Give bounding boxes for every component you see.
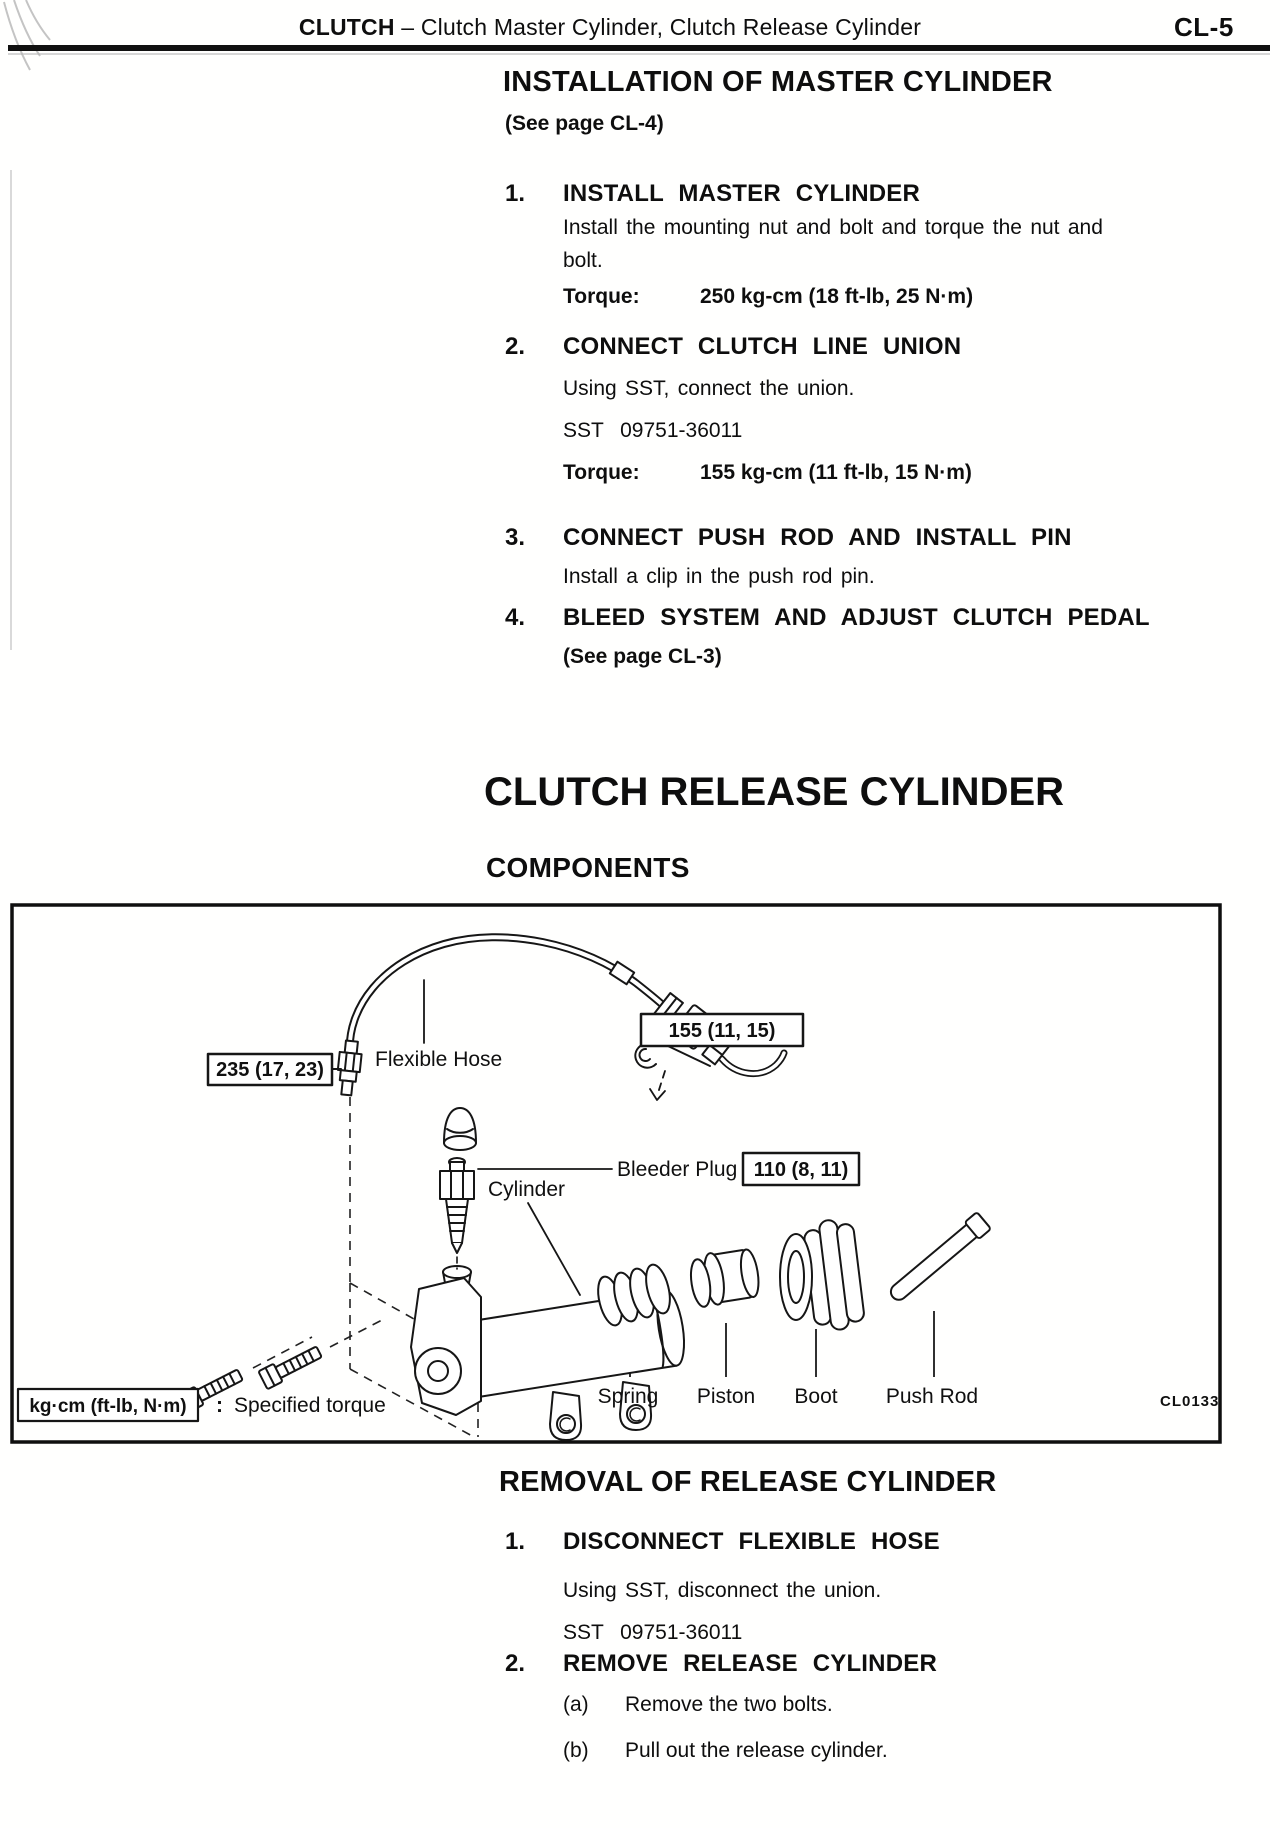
header-rule-echo (8, 53, 1270, 55)
boot-drawing (779, 1219, 865, 1331)
piston-drawing (689, 1248, 760, 1308)
removal-step1-body: Using SST, disconnect the union. (563, 1579, 882, 1602)
legend-box (16, 1387, 200, 1423)
see-page-cl3: (See page CL-3) (563, 645, 722, 668)
removal-step1-sst: SST 09751-36011 (563, 1621, 743, 1644)
header-rule (8, 45, 1270, 51)
step4-title: BLEED SYSTEM AND ADJUST CLUTCH PEDAL (563, 604, 1150, 631)
scan-artifact-edge (10, 170, 12, 650)
page-header-title: CLUTCH – Clutch Master Cylinder, Clutch … (0, 14, 1220, 41)
torque-box-hose (206, 1052, 342, 1087)
step1-body-line2: bolt. (563, 249, 603, 272)
assembly-direction-arrow (649, 1070, 666, 1101)
substep-a-text: Remove the two bolts. (625, 1693, 833, 1716)
step3-number: 3. (505, 524, 526, 551)
spring-label: Spring (598, 1385, 659, 1408)
step2-torque-spec: Torque: 155 kg-cm (11 ft-lb, 15 N·m) (563, 461, 972, 485)
torque-box-bleeder (741, 1151, 861, 1187)
bleeder-plug-label: Bleeder Plug (617, 1158, 737, 1181)
step1-torque-spec: Torque: 250 kg-cm (18 ft-lb, 25 N·m) (563, 285, 973, 309)
see-page-cl4: (See page CL-4) (505, 112, 664, 135)
legend-separator: : (216, 1394, 223, 1417)
legend-text: Specified torque (234, 1394, 386, 1417)
spring-drawing (597, 1263, 671, 1327)
torque-label: Torque: (563, 461, 640, 484)
step1-body-line1: Install the mounting nut and bolt and to… (563, 216, 1103, 239)
torque-box-union (639, 1012, 805, 1067)
step1-title: INSTALL MASTER CYLINDER (563, 180, 921, 207)
components-heading: COMPONENTS (486, 852, 690, 883)
step2-body: Using SST, connect the union. (563, 377, 855, 400)
piston-label: Piston (697, 1385, 755, 1408)
header-section-name: CLUTCH (298, 14, 395, 40)
cylinder-label: Cylinder (488, 1178, 565, 1201)
removal-step2-a: (a) Remove the two bolts. (563, 1693, 833, 1717)
push-rod-drawing (889, 1212, 991, 1301)
header-subtitle: – Clutch Master Cylinder, Clutch Release… (401, 14, 922, 40)
page-number: CL-5 (1174, 12, 1234, 42)
torque-label: Torque: (563, 285, 640, 308)
release-cylinder-heading: CLUTCH RELEASE CYLINDER (484, 770, 1065, 814)
flexible-hose-label: Flexible Hose (375, 1048, 502, 1071)
removal-step1-title: DISCONNECT FLEXIBLE HOSE (563, 1528, 940, 1555)
installation-heading: INSTALLATION OF MASTER CYLINDER (503, 66, 1053, 98)
torque-hose-label: 235 (17, 23) (216, 1059, 324, 1081)
removal-step1-number: 1. (505, 1528, 526, 1555)
removal-step2-b: (b) Pull out the release cylinder. (563, 1739, 888, 1763)
step2-title: CONNECT CLUTCH LINE UNION (563, 333, 962, 360)
removal-step2-title: REMOVE RELEASE CYLINDER (563, 1650, 937, 1677)
step4-number: 4. (505, 604, 526, 631)
torque-bleeder-label: 110 (8, 11) (754, 1159, 849, 1181)
step3-body: Install a clip in the push rod pin. (563, 565, 875, 588)
substep-b-text: Pull out the release cylinder. (625, 1739, 888, 1762)
removal-step2-number: 2. (505, 1650, 526, 1677)
hose-tail-drawing (718, 1049, 788, 1078)
scan-artifact-corner (3, 0, 51, 71)
figure-code: CL0133 (1160, 1393, 1219, 1410)
components-figure: 235 (17, 23) Flexible Hose 155 (11, 15) … (10, 903, 1222, 1444)
bleeder-plug-drawing (439, 1157, 475, 1254)
hose-union-fitting (336, 1039, 363, 1097)
cylinder-leader-line (527, 1202, 581, 1296)
step1-number: 1. (505, 180, 526, 207)
legend-box-label: kg·cm (ft-lb, N·m) (29, 1396, 186, 1417)
step3-title: CONNECT PUSH ROD AND INSTALL PIN (563, 524, 1072, 551)
step2-sst: SST 09751-36011 (563, 419, 743, 442)
torque-union-label: 155 (11, 15) (669, 1020, 776, 1042)
substep-a-label: (a) (563, 1693, 589, 1716)
step2-number: 2. (505, 333, 526, 360)
figure-border (10, 903, 1222, 1444)
torque-value: 155 kg-cm (11 ft-lb, 15 N·m) (700, 461, 972, 484)
boot-label: Boot (794, 1385, 837, 1408)
torque-value: 250 kg-cm (18 ft-lb, 25 N·m) (700, 285, 974, 308)
push-rod-label: Push Rod (886, 1385, 978, 1408)
bleeder-cap-drawing (443, 1107, 477, 1151)
substep-b-label: (b) (563, 1739, 589, 1762)
flexible-hose-drawing (345, 933, 671, 1059)
removal-heading: REMOVAL OF RELEASE CYLINDER (499, 1466, 997, 1498)
